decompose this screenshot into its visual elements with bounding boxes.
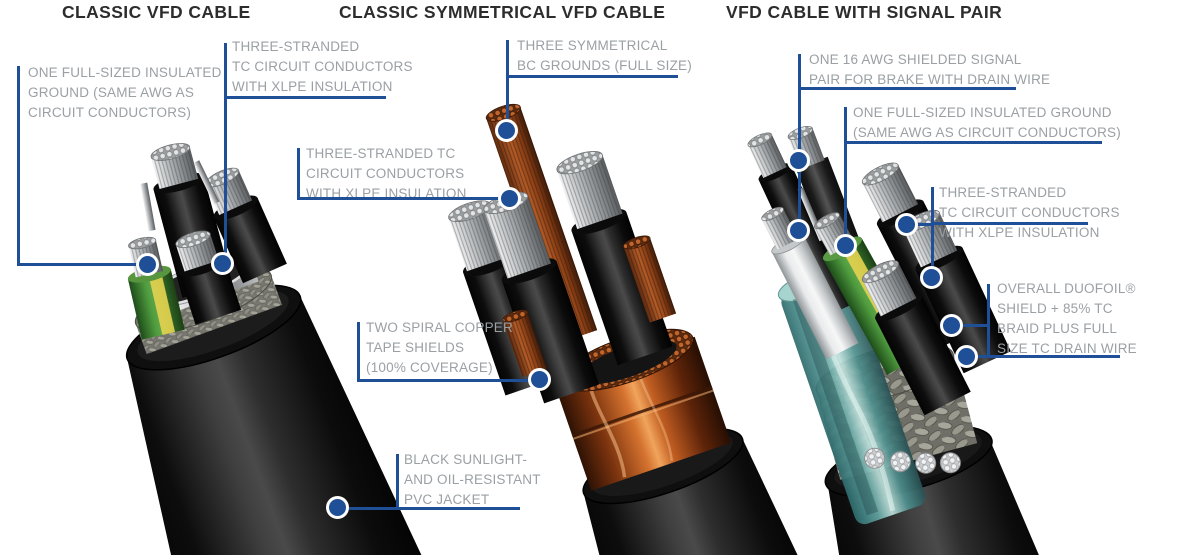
tc-drain-wire — [864, 447, 961, 474]
callout-line — [931, 222, 1088, 225]
callout-line — [798, 87, 1016, 90]
callout-dot-pvc-jacket — [326, 496, 349, 519]
callout-dot-copper-tape — [528, 368, 551, 391]
callout-copper-tape-shields: TWO SPIRAL COPPER TAPE SHIELDS (100% COV… — [366, 320, 513, 375]
classic-symmetrical-cable-image — [448, 103, 859, 555]
pvc-jacket — [127, 296, 458, 555]
callout-dot-duofoil — [940, 314, 963, 337]
callout-line — [357, 322, 360, 382]
callout-line — [357, 379, 529, 382]
signal-wire-black — [747, 132, 856, 318]
tc-conductor — [205, 167, 287, 284]
callout-dot-sp-tc-2 — [920, 266, 943, 289]
callout-line — [224, 43, 227, 253]
callout-line — [506, 40, 509, 120]
signal-wire-white — [761, 206, 859, 360]
callout-dot-signal-pair-white — [787, 219, 810, 242]
callout-dot-sp-tc-1 — [895, 213, 918, 236]
callout-line — [297, 148, 300, 200]
callout-classic-tc-conductors: THREE-STRANDED TC CIRCUIT CONDUCTORS WIT… — [232, 39, 413, 94]
callout-dot-signal-pair-black — [787, 149, 810, 172]
callout-line — [917, 223, 931, 226]
bc-ground — [623, 235, 677, 323]
title-classic-symmetrical: CLASSIC SYMMETRICAL VFD CABLE — [339, 2, 666, 22]
callout-dot-sp-ground — [834, 234, 857, 257]
tc-conductor — [861, 260, 971, 416]
callout-dot-classic-tc — [211, 252, 234, 275]
callout-line — [224, 96, 386, 99]
callout-sym-tc-conductors: THREE-STRANDED TC CIRCUIT CONDUCTORS WIT… — [306, 146, 467, 201]
callout-line — [844, 107, 847, 235]
callout-line — [987, 284, 990, 357]
callout-line — [349, 507, 520, 510]
title-classic-vfd-cable: CLASSIC VFD CABLE — [62, 2, 251, 22]
callout-duofoil-shield: OVERALL DUOFOIL® SHIELD + 85% TC BRAID P… — [997, 281, 1137, 356]
callout-line — [978, 355, 1120, 358]
callout-dot-drain-wire — [955, 345, 978, 368]
callout-pvc-jacket: BLACK SUNLIGHT- AND OIL-RESISTANT PVC JA… — [404, 452, 541, 507]
callout-sp-insulated-ground: ONE FULL-SIZED INSULATED GROUND (SAME AW… — [853, 105, 1121, 140]
bc-ground — [502, 309, 547, 378]
callout-dot-bc-grounds — [495, 119, 518, 142]
title-vfd-signal-pair: VFD CABLE WITH SIGNAL PAIR — [726, 2, 1003, 22]
signal-pair-cable-image — [747, 125, 1107, 555]
callout-line — [506, 75, 678, 78]
callout-sp-tc-conductors: THREE-STRANDED TC CIRCUIT CONDUCTORS WIT… — [939, 185, 1120, 240]
bc-ground — [485, 103, 598, 342]
callout-sym-bc-grounds: THREE SYMMETRICAL BC GROUNDS (FULL SIZE) — [517, 38, 692, 73]
pvc-jacket — [827, 439, 1107, 555]
insulated-ground — [127, 236, 185, 340]
callout-signal-pair: ONE 16 AWG SHIELDED SIGNAL PAIR FOR BRAK… — [809, 52, 1051, 87]
callout-dot-sym-tc — [498, 187, 521, 210]
tc-conductor — [556, 151, 673, 366]
callout-line — [798, 54, 801, 220]
callout-classic-insulated-ground: ONE FULL-SIZED INSULATED GROUND (SAME AW… — [28, 65, 222, 120]
callout-line — [297, 197, 499, 200]
callout-line — [844, 141, 1102, 144]
tc-conductor — [483, 191, 599, 404]
callout-line — [931, 187, 934, 267]
callout-line — [17, 66, 20, 266]
callout-dot-classic-ground — [136, 253, 159, 276]
pvc-jacket — [583, 438, 859, 555]
callout-line — [17, 263, 138, 266]
callout-line — [396, 454, 399, 510]
callout-line — [963, 324, 987, 327]
